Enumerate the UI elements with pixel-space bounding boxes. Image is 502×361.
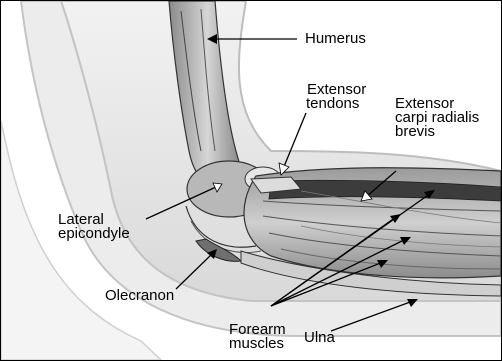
label-olecranon: Olecranon	[105, 289, 174, 303]
label-forearm-muscles-2: muscles	[229, 337, 284, 351]
label-humerus: Humerus	[305, 32, 366, 46]
label-lateral-epicondyle-2: epicondyle	[58, 227, 130, 241]
label-ulna: Ulna	[304, 331, 335, 345]
label-ecrb-3: brevis	[395, 125, 435, 139]
label-extensor-tendons-2: tendons	[306, 97, 359, 111]
